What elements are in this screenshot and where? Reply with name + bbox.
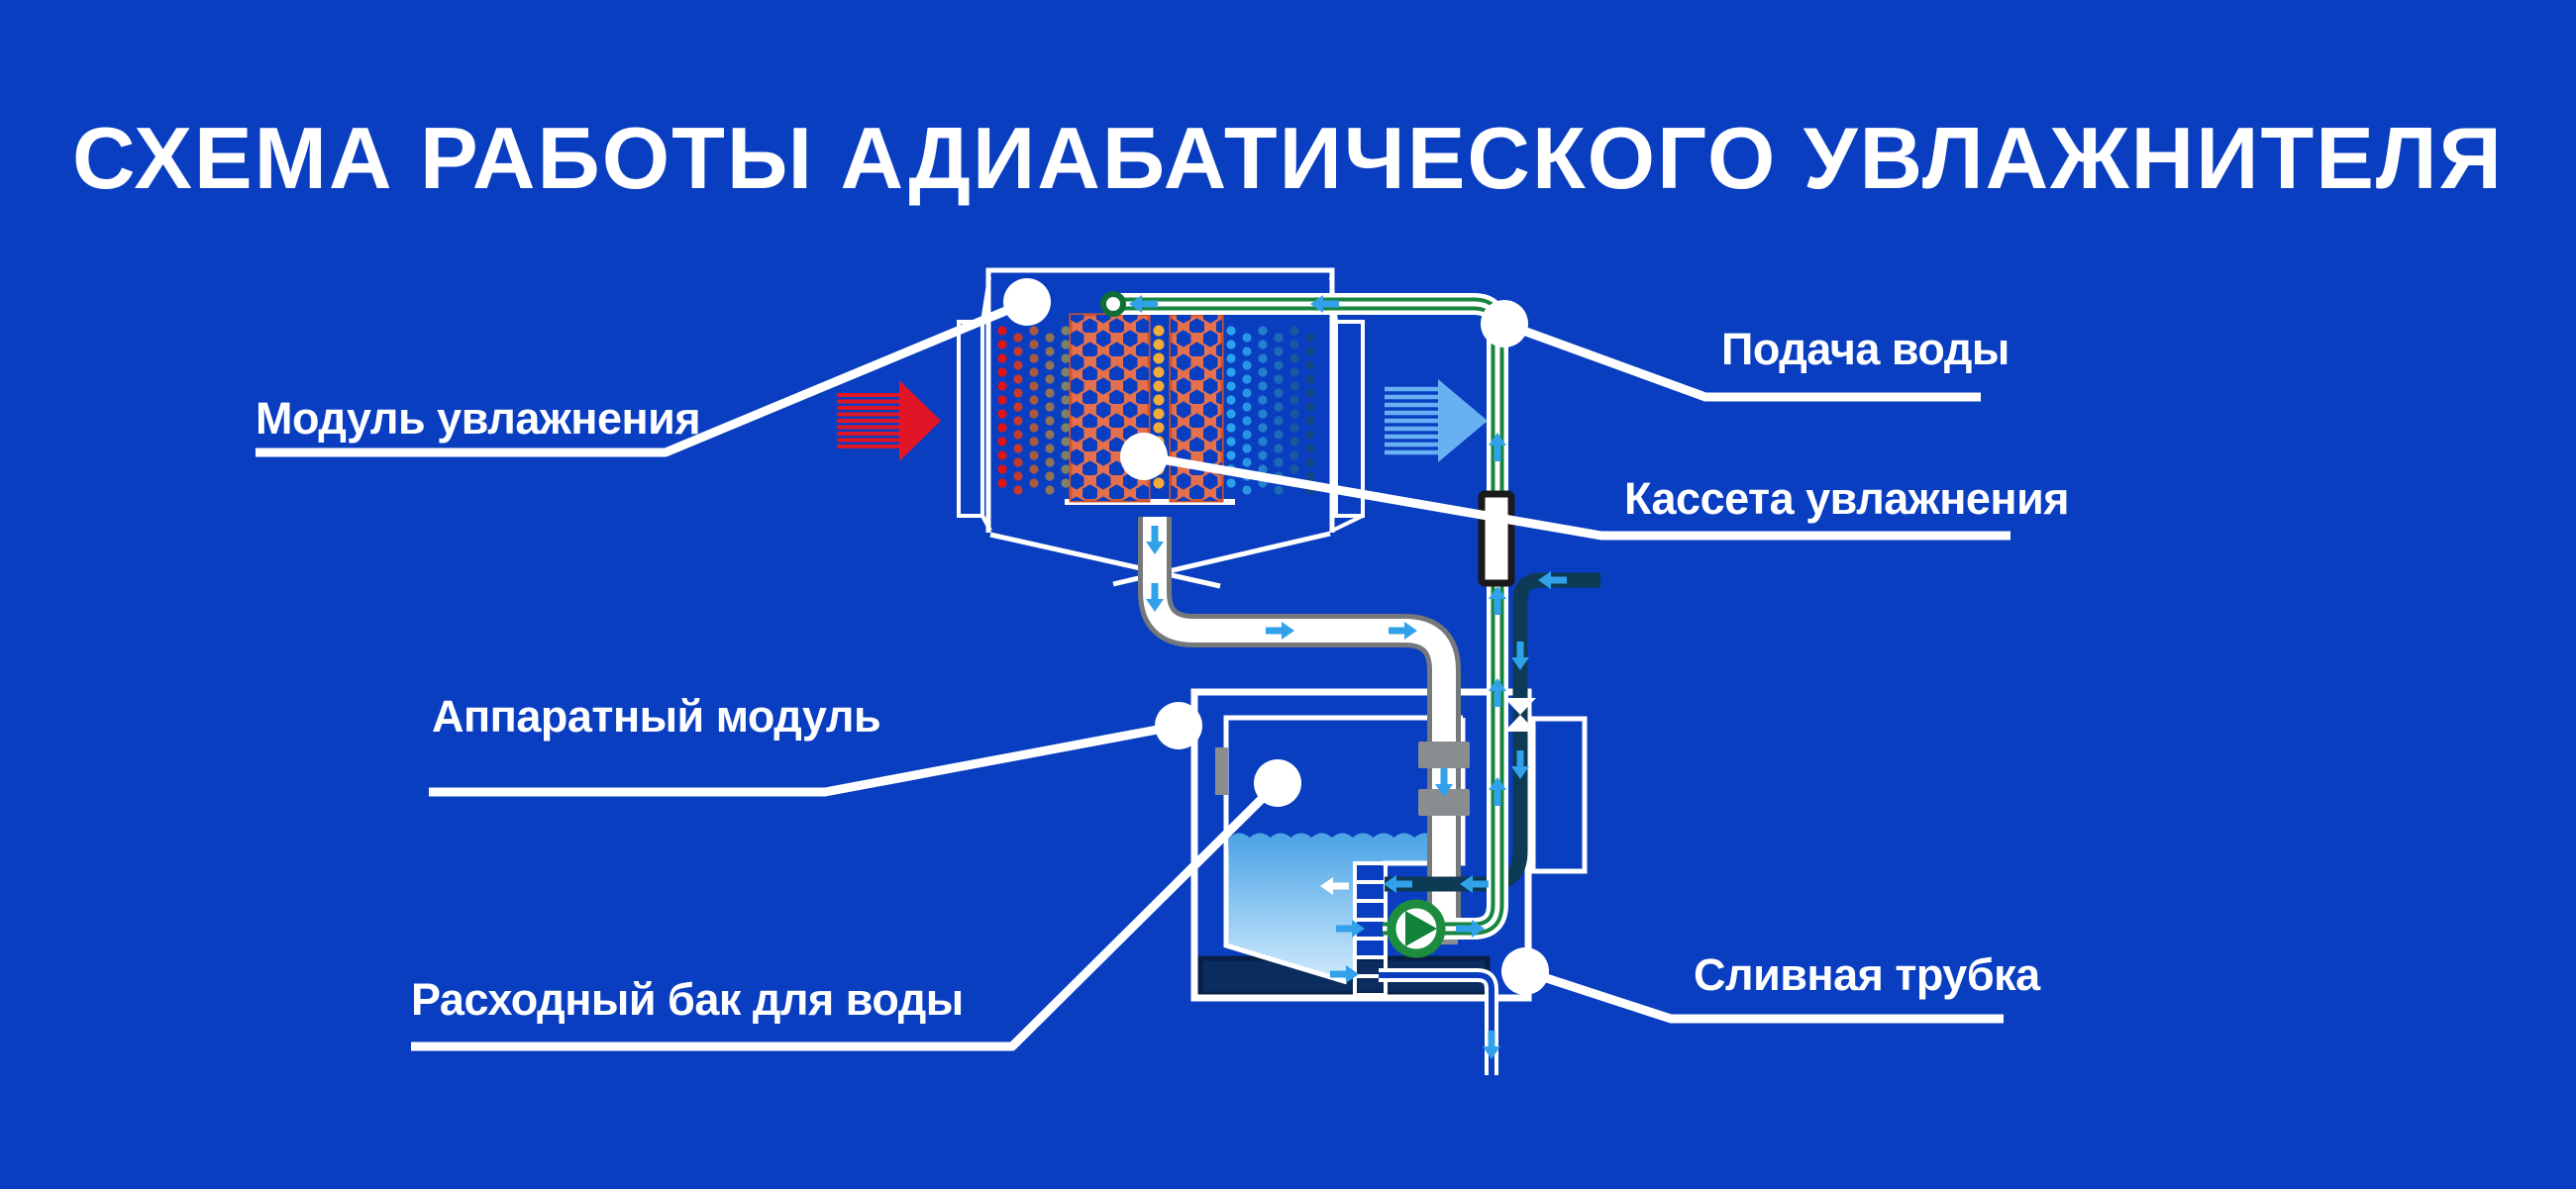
leader-water-supply [1502, 319, 1981, 402]
drain-pipe-outlet [1379, 968, 1498, 1075]
callout-dot-water-supply [1481, 300, 1528, 347]
hardware-module-box [1190, 688, 1532, 1002]
warm-air-dots [997, 326, 1071, 495]
air-inlet-arrow-icon [837, 380, 941, 461]
pipe-clamp-lower [1418, 789, 1470, 816]
leader-drain-tube [1523, 966, 2004, 1024]
label-water-supply: Подача воды [1721, 324, 2009, 374]
duct-flange-right [1334, 320, 1365, 518]
air-outlet-arrow-icon [1385, 379, 1488, 462]
leader-humidification-cassette [1143, 451, 2010, 541]
duct-flange-left [957, 320, 984, 518]
leader-lines [256, 297, 2010, 1051]
callout-dot-humidification-cassette [1120, 433, 1168, 480]
leader-hardware-module [429, 721, 1180, 797]
solenoid-valve-icon [1504, 698, 1536, 732]
label-hardware-module: Аппаратный модуль [432, 691, 881, 742]
spray-nozzle-icon [1100, 291, 1126, 317]
leader-water-tank [411, 779, 1282, 1051]
leader-humidification-module [256, 297, 1029, 457]
label-water-tank: Расходный бак для воды [411, 974, 964, 1025]
pump-icon [1387, 899, 1446, 958]
callout-dot-drain-tube [1501, 947, 1549, 995]
pipe-clamp-upper [1418, 742, 1470, 768]
callout-dot-hardware-module [1155, 702, 1202, 749]
callout-dot-water-tank [1254, 759, 1301, 807]
tank-water [1226, 833, 1463, 980]
label-humidification-cassette: Кассета увлажнения [1624, 473, 2070, 524]
label-drain-tube: Сливная трубка [1694, 949, 2040, 1000]
callout-dots [1003, 278, 1549, 995]
callout-dot-humidification-module [1003, 278, 1051, 326]
side-box [1530, 716, 1588, 874]
label-humidification-module: Модуль увлажнения [256, 393, 701, 444]
page-title: СХЕМА РАБОТЫ АДИАБАТИЧЕСКОГО УВЛАЖНИТЕЛЯ [72, 109, 2504, 207]
tank-level-sensor [1215, 747, 1228, 795]
inline-filter [1478, 490, 1515, 587]
